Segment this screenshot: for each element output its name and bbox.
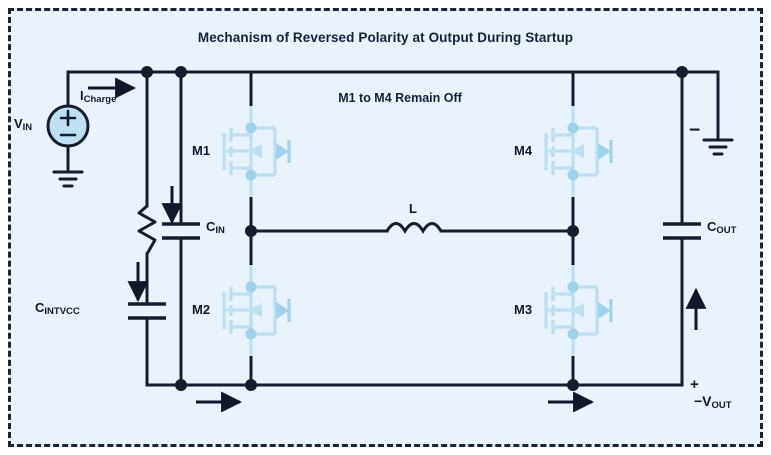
wire-cintvcc-bottom [145, 316, 183, 387]
label-m3: M3 [514, 302, 533, 317]
label-cintvcc: CINTVCC [35, 300, 80, 317]
resistor-r1 [137, 204, 157, 256]
voltage-source-vin [46, 104, 90, 148]
label-inductor: L [409, 201, 417, 216]
label-icharge: ICharge [80, 88, 117, 105]
page-title: Mechanism of Reversed Polarity at Output… [197, 30, 574, 45]
ground-icon-left [52, 170, 84, 188]
label-m1: M1 [192, 143, 211, 158]
capacitor-cout [663, 222, 701, 240]
ground-icon-right [702, 138, 734, 156]
junction-dot [567, 225, 579, 237]
current-arrows [88, 77, 707, 413]
diagram-subtitle: M1 to M4 Remain Off [338, 91, 462, 105]
mosfet-m3 [544, 265, 613, 356]
label-cout: COUT [707, 219, 737, 236]
junction-dot [175, 66, 187, 78]
capacitor-cintvcc [128, 302, 166, 320]
label-cin: CIN [206, 219, 225, 236]
output-polarity-negative: − [689, 120, 701, 141]
junction-dot [141, 66, 153, 78]
output-polarity-positive: + [690, 376, 699, 393]
junction-dot [567, 379, 579, 391]
wire-to-right-ground [680, 70, 720, 142]
junction-dot [245, 225, 257, 237]
junction-dots [141, 66, 688, 391]
label-m4: M4 [514, 143, 533, 158]
wire-network [66, 70, 720, 387]
junction-dot [676, 66, 688, 78]
junction-dot [175, 379, 187, 391]
mosfet-m4 [544, 106, 613, 197]
mosfet-m2 [222, 265, 291, 356]
label-vin: VIN [14, 116, 33, 133]
label-m2: M2 [192, 302, 211, 317]
junction-dot [245, 379, 257, 391]
label-vout: −VOUT [694, 393, 732, 411]
mosfet-m1 [222, 106, 291, 197]
capacitor-cin [162, 222, 200, 240]
inductor-coil [385, 222, 443, 234]
wire-bottom-right [571, 369, 684, 387]
